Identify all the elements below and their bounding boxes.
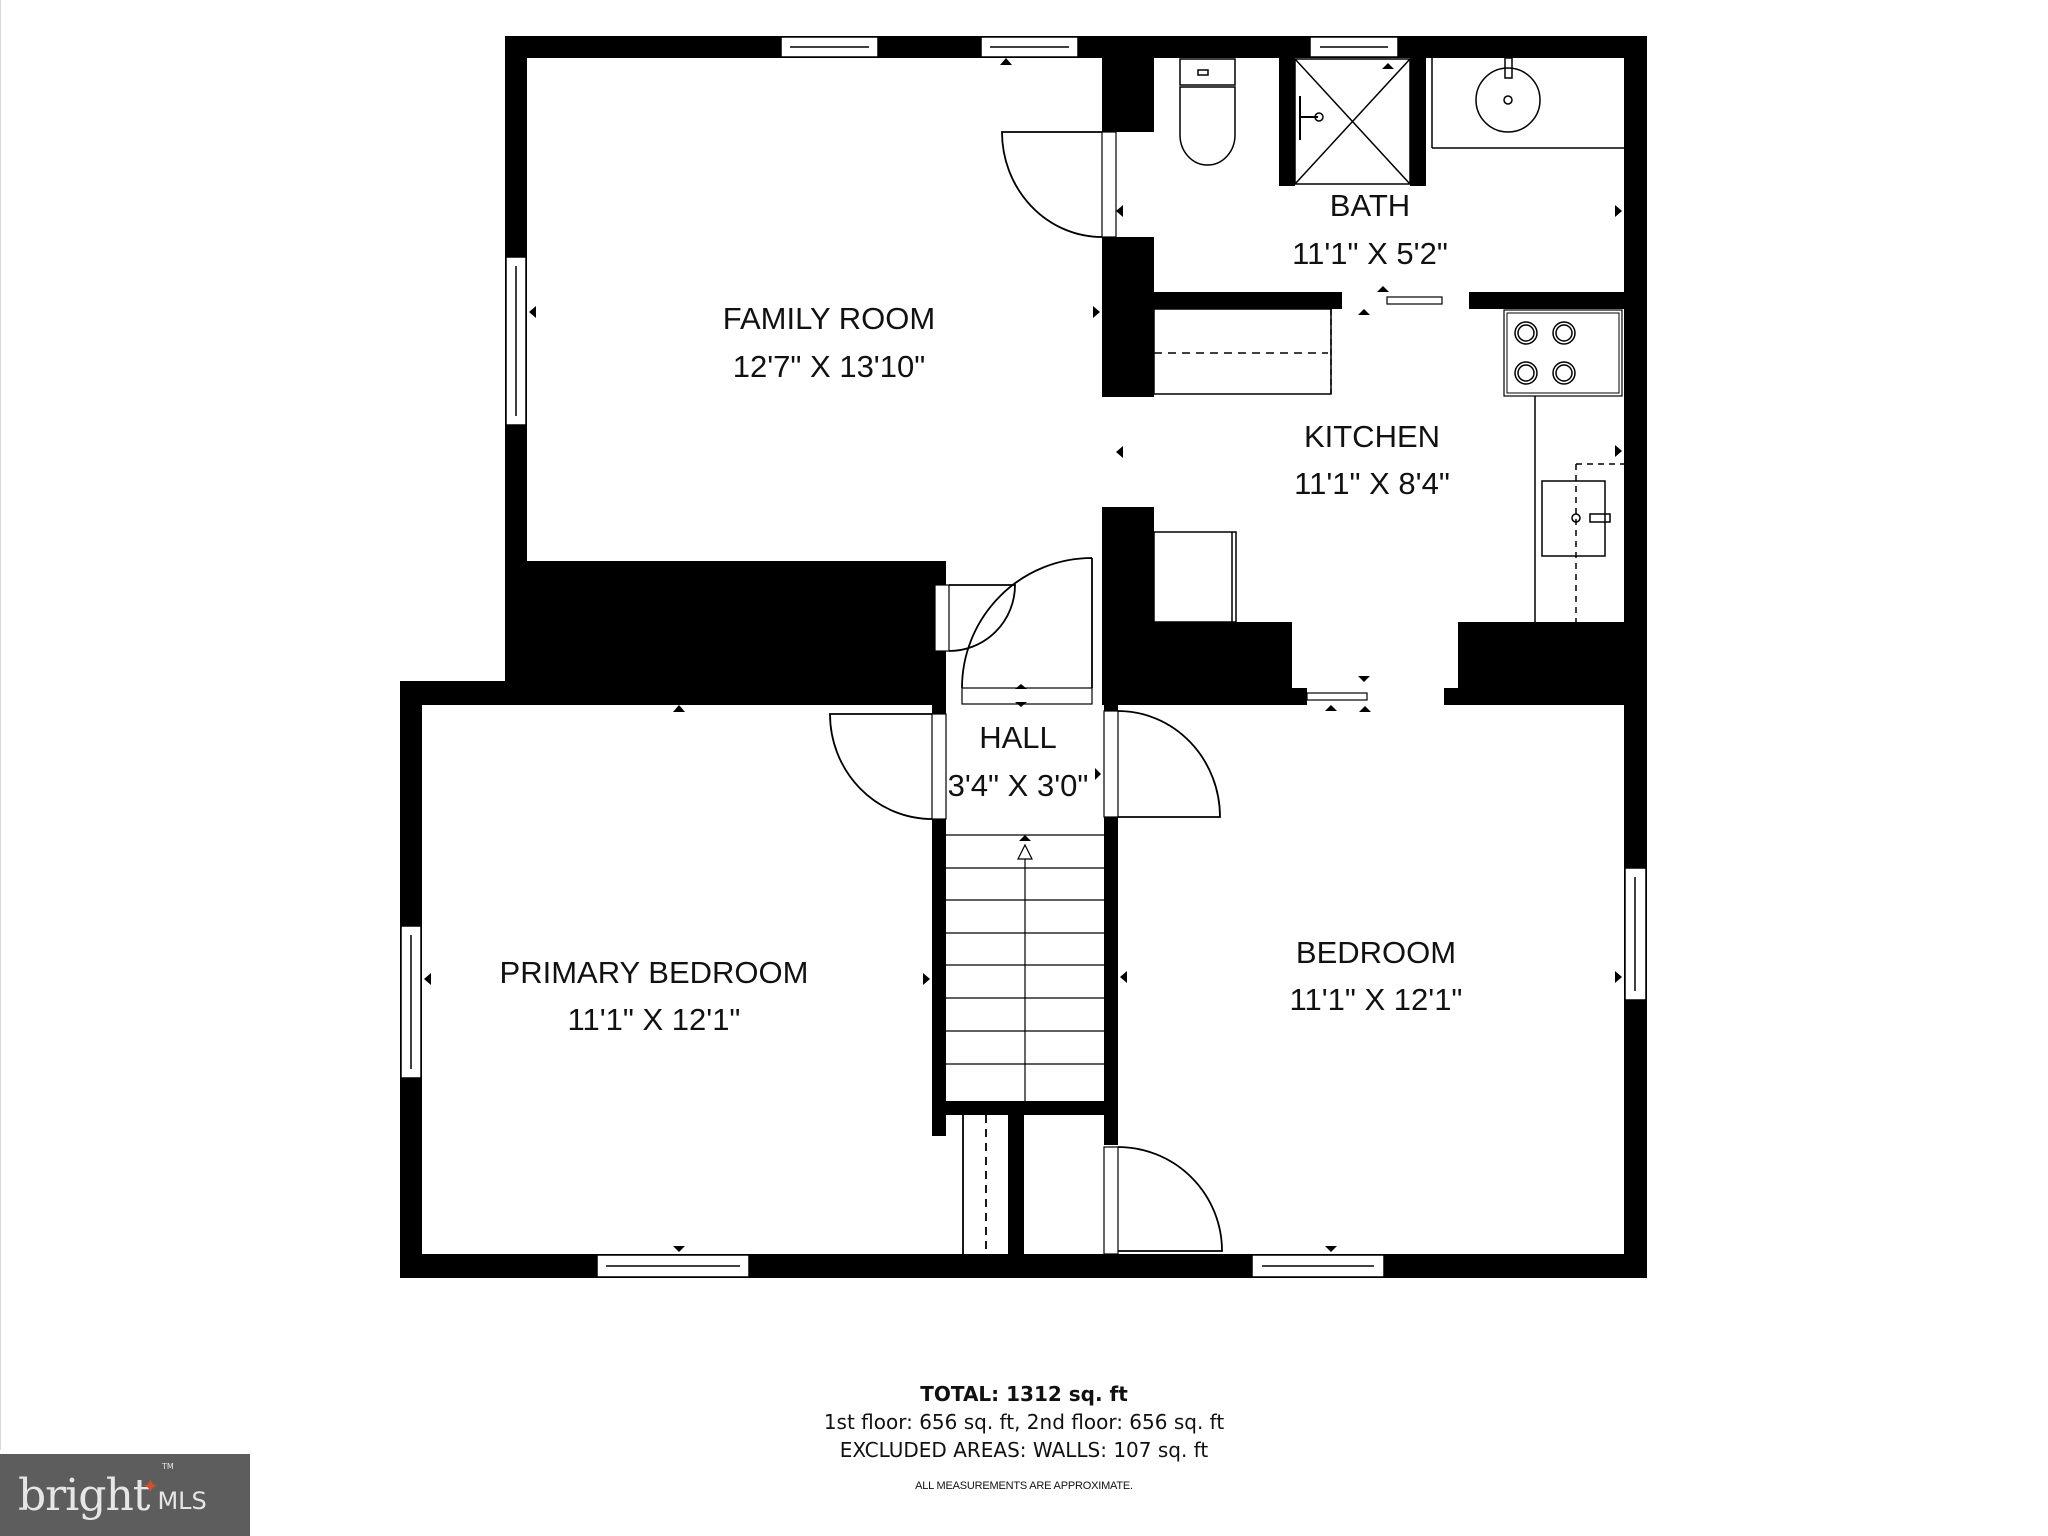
door-icon: [1103, 710, 1221, 818]
sink-icon: [1431, 57, 1624, 149]
logo-mls-text: MLS: [157, 1487, 207, 1515]
approximate-note: ALL MEASUREMENTS ARE APPROXIMATE.: [915, 1480, 1133, 1492]
room-dimensions-family-room: 12'7" X 13'10": [733, 349, 925, 384]
room-dimensions-bath: 11'1" X 5'2": [1292, 236, 1448, 271]
sliding-door-icon: [1306, 692, 1368, 701]
refrigerator-icon: [1153, 531, 1237, 623]
fixtures: [946, 57, 1624, 1101]
windows: [400, 36, 1647, 1278]
bright-mls-logo: bright ✦ TM MLS: [0, 1454, 250, 1536]
door-icon: [1001, 131, 1117, 238]
room-dimensions-kitchen: 11'1" X 8'4": [1294, 466, 1450, 501]
room-name-primary-bedroom: PRIMARY BEDROOM: [500, 955, 809, 990]
room-name-family-room: FAMILY ROOM: [723, 301, 935, 336]
image-edge-line: [0, 0, 1, 1450]
stove-icon: [1503, 309, 1623, 397]
trademark-mark: TM: [162, 1462, 174, 1471]
logo-brand-text: bright: [18, 1469, 150, 1521]
total-area: TOTAL: 1312 sq. ft: [920, 1382, 1128, 1406]
star-icon: ✦: [142, 1476, 159, 1498]
floor-areas: 1st floor: 656 sq. ft, 2nd floor: 656 sq…: [823, 1410, 1225, 1434]
door-icon: [829, 713, 947, 820]
room-name-kitchen: KITCHEN: [1304, 419, 1440, 454]
area-summary: TOTAL: 1312 sq. ft 1st floor: 656 sq. ft…: [0, 1380, 2048, 1492]
room-dimensions-primary-bedroom: 11'1" X 12'1": [568, 1002, 741, 1037]
room-dimensions-hall: 3'4" X 3'0": [948, 768, 1089, 803]
sliding-door-icon: [1386, 296, 1443, 305]
dimension-markers: [424, 58, 1622, 1252]
shower-icon: [1294, 58, 1411, 185]
door-icon: [961, 557, 1093, 705]
room-name-bedroom: BEDROOM: [1296, 935, 1456, 970]
doors: [829, 131, 1443, 1255]
door-icon: [934, 584, 1016, 652]
stairs-icon: [946, 834, 1104, 1101]
room-labels: FAMILY ROOM 12'7" X 13'10" BATH 11'1" X …: [500, 188, 1463, 1037]
walls: [400, 36, 1647, 1278]
toilet-icon: [1179, 58, 1236, 166]
room-name-hall: HALL: [979, 720, 1057, 755]
room-dimensions-bedroom: 11'1" X 12'1": [1290, 982, 1463, 1017]
room-name-bath: BATH: [1330, 188, 1410, 223]
excluded-areas: EXCLUDED AREAS: WALLS: 107 sq. ft: [839, 1438, 1209, 1462]
door-icon: [1103, 1146, 1223, 1255]
counter-icon: [1153, 308, 1332, 395]
kitchen-sink-icon: [1534, 396, 1624, 622]
